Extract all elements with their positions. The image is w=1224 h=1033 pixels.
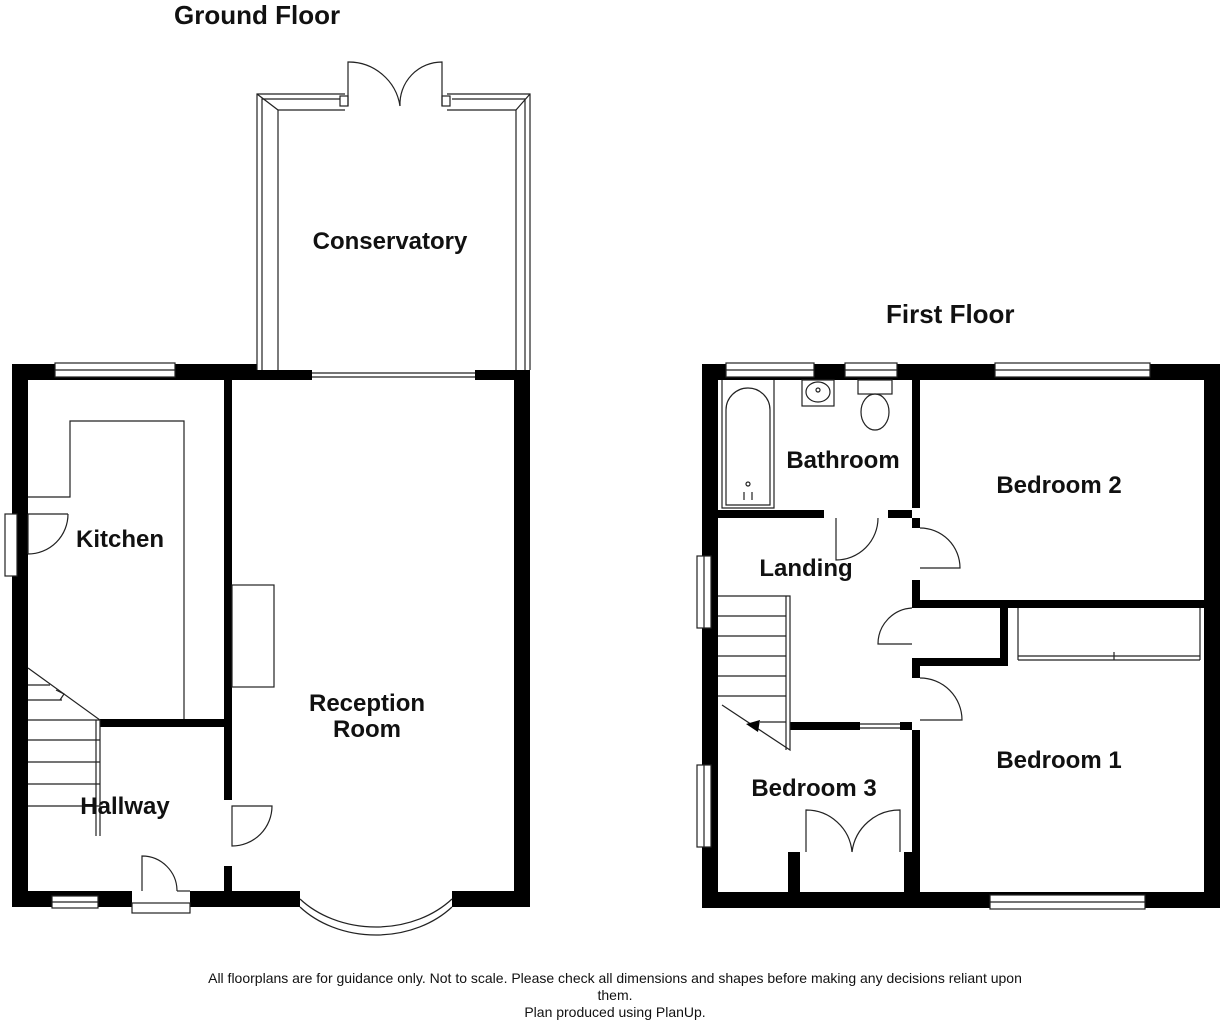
disclaimer-line-2: them. <box>597 987 633 1003</box>
toilet <box>857 379 893 431</box>
bedroom1-door <box>919 677 963 721</box>
room-label-conservatory: Conservatory <box>312 228 468 255</box>
conservatory-frame <box>256 61 531 370</box>
disclaimer-line-1: All floorplans are for guidance only. No… <box>208 970 1022 986</box>
bath <box>721 380 775 509</box>
bathroom-door <box>835 517 879 561</box>
room-label-bedroom-1: Bedroom 1 <box>996 747 1122 774</box>
cupboard-door <box>877 607 913 645</box>
room-label-reception-line2: Room <box>332 716 401 743</box>
french-door-right <box>399 61 443 107</box>
room-label-reception-room: Reception Room <box>309 691 425 743</box>
room-label-bathroom: Bathroom <box>786 447 900 474</box>
room-label-landing: Landing <box>759 555 853 582</box>
side-door <box>4 513 18 577</box>
plan-credit: Plan produced using PlanUp. <box>524 1004 706 1020</box>
room-label-reception-line1: Reception <box>308 690 426 717</box>
room-label-hallway: Hallway <box>80 793 170 820</box>
fitted-wardrobe <box>1017 608 1201 661</box>
ground-floor-title: Ground Floor <box>174 0 341 30</box>
first-floor-plan <box>696 362 1220 910</box>
bay-window <box>299 906 453 936</box>
front-door <box>141 855 178 892</box>
room-label-kitchen: Kitchen <box>75 526 165 553</box>
staircase <box>27 667 101 836</box>
disclaimer-footer: All floorplans are for guidance only. No… <box>140 970 1090 1021</box>
wardrobe-door-left <box>805 809 853 853</box>
basin <box>801 379 835 407</box>
room-label-bedroom-2: Bedroom 2 <box>996 472 1122 499</box>
first-floor-title: First Floor <box>886 299 1015 329</box>
wardrobe-door-right <box>851 809 901 853</box>
staircase <box>718 595 791 752</box>
ground-floor-plan <box>4 61 531 936</box>
french-door-left <box>347 61 401 107</box>
reception-door <box>231 805 273 847</box>
room-label-bedroom-3: Bedroom 3 <box>751 775 877 802</box>
bedroom2-door <box>919 527 961 569</box>
